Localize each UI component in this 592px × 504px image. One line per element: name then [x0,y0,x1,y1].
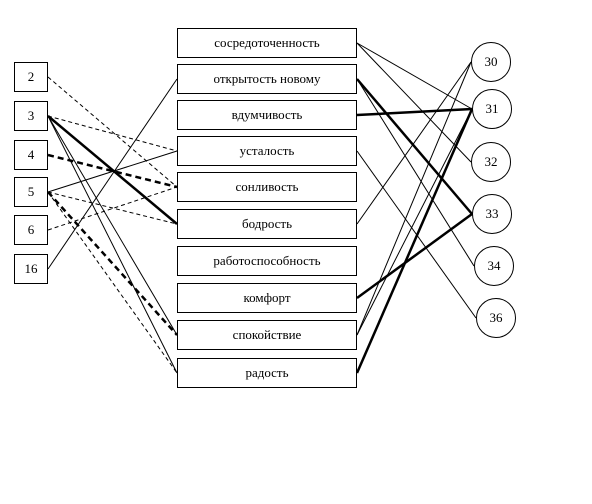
left-node: 16 [14,254,48,284]
middle-node: сонливость [177,172,357,202]
left-node: 2 [14,62,48,92]
right-node: 32 [471,142,511,182]
edge-L16-M1 [47,78,178,270]
edge-L6-M4 [47,186,178,231]
edge-L5-M9 [47,191,178,374]
middle-node: усталость [177,136,357,166]
middle-node: спокойствие [177,320,357,350]
middle-node: радость [177,358,357,388]
right-node: 30 [471,42,511,82]
edge-M2-R31 [356,107,473,117]
middle-node: вдумчивость [177,100,357,130]
edge-M0-R31 [356,42,473,110]
left-node: 3 [14,101,48,131]
edge-L2-M4 [47,76,178,188]
right-node: 31 [472,89,512,129]
edge-M9-R31 [355,108,474,374]
right-node: 34 [474,246,514,286]
middle-node: сосредоточенность [177,28,357,58]
edge-M0-R32 [356,42,472,163]
edge-M7-R33 [356,212,473,300]
edge-L5-M8 [47,191,178,336]
left-node: 4 [14,140,48,170]
edge-L3-M5 [47,115,178,225]
edge-L5-M5 [47,191,178,225]
edge-L4-M4 [47,153,178,189]
middle-node: бодрость [177,209,357,239]
left-node: 5 [14,177,48,207]
edge-L3-M9 [47,115,178,374]
right-node: 33 [472,194,512,234]
edge-M1-R33 [356,78,473,215]
right-node: 36 [476,298,516,338]
edge-L3-M3 [47,115,178,152]
edge-M1-R34 [356,78,475,267]
middle-node: открытость новому [177,64,357,94]
edge-M5-R30 [356,61,472,225]
edge-L5-M3 [47,150,178,193]
edge-L3-M8 [47,115,178,336]
edge-M8-R30 [356,61,472,336]
middle-node: комфорт [177,283,357,313]
edge-M8-R31 [356,108,473,336]
left-node: 6 [14,215,48,245]
middle-node: работоспособность [177,246,357,276]
